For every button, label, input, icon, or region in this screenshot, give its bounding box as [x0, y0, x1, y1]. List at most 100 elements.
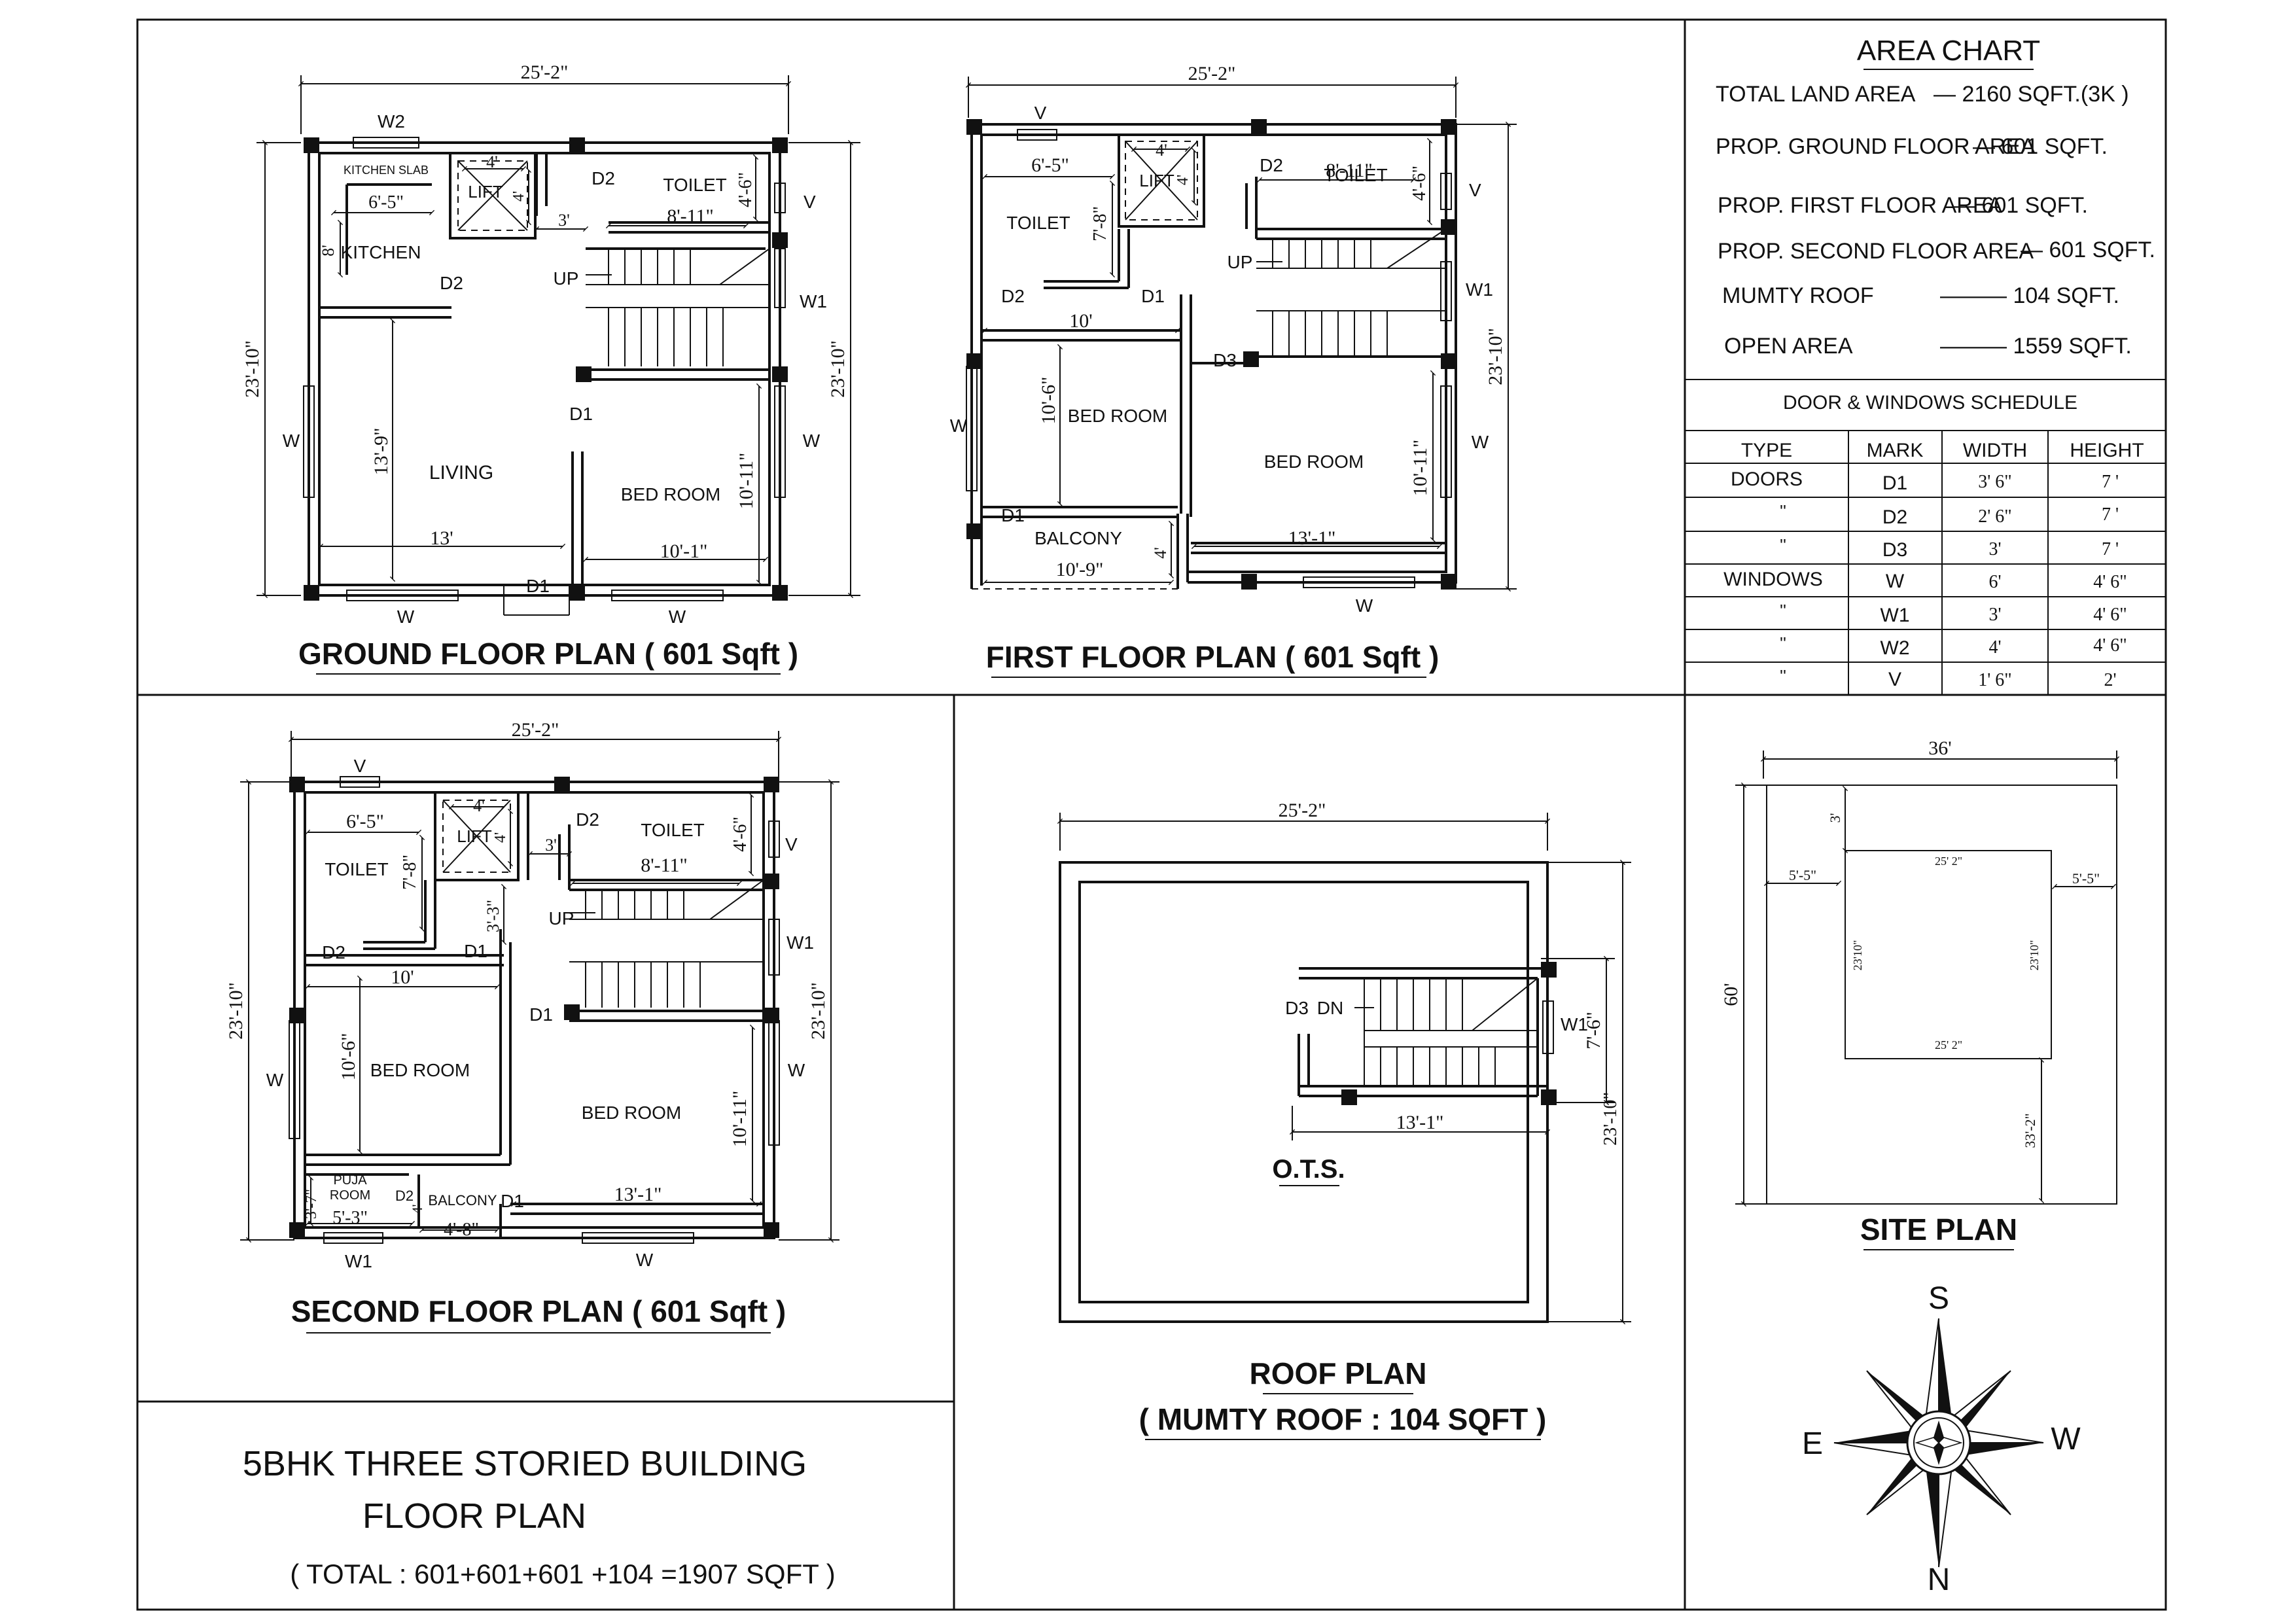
footprint-dim-top: 25' 2"	[1935, 855, 1962, 868]
ground-dim-8-11: 8'-11"	[667, 205, 714, 227]
second-door-d2-left: D2	[322, 942, 345, 962]
schedule-cell: 4' 6"	[2093, 572, 2127, 592]
building-footprint	[1845, 850, 2052, 1059]
second-dim-5-3: 5'-3"	[332, 1208, 368, 1228]
first-door-d2-left: D2	[1001, 286, 1025, 306]
mumty-stair	[1298, 962, 1557, 1106]
project-title-line2: FLOOR PLAN	[362, 1496, 586, 1536]
first-dim-10: 10'	[1069, 310, 1092, 332]
site-dim-33-2: 33'-2"	[2022, 1113, 2038, 1148]
first-lift	[1118, 133, 1205, 228]
second-dim-4-puja: 4'	[409, 1204, 425, 1214]
ground-living-label: LIVING	[429, 462, 493, 484]
first-door-d1-balcony: D1	[1001, 505, 1025, 525]
first-dim-8-11: 8'-11"	[1326, 160, 1373, 181]
schedule-cell: DOORS	[1731, 468, 1803, 490]
ground-window-w1: W1	[800, 291, 827, 311]
area-row-1-label: PROP. GROUND FLOOR AREA	[1716, 134, 2036, 159]
compass-label-n: N	[1928, 1562, 1951, 1597]
ground-toilet-label: TOILET	[663, 175, 727, 195]
ground-windows	[303, 137, 786, 601]
first-dim-13-1: 13'-1"	[1288, 527, 1336, 549]
schedule-cell: ''	[1780, 633, 1786, 653]
first-inner-dims	[981, 137, 1443, 586]
site-plan: 36' 60' 3' 5'-5" 5'-5" 33'-2" 25' 2" 25'…	[1720, 737, 2120, 1250]
second-door-d2-toilet: D2	[576, 809, 599, 830]
schedule-header-height: HEIGHT	[2070, 440, 2144, 461]
area-chart-title: AREA CHART	[1857, 35, 2040, 67]
schedule-row-3: WINDOWS W 6' 4' 6"	[1723, 569, 2127, 592]
roof-plan-title-2: ( MUMTY ROOF : 104 SQFT )	[1139, 1402, 1547, 1436]
area-row-4-label: MUMTY ROOF	[1722, 283, 1874, 308]
area-row-0-label: TOTAL LAND AREA	[1716, 82, 1916, 107]
ground-lift-label: LIFT	[468, 182, 503, 202]
ground-dim-3: 3'	[558, 211, 570, 230]
second-door-d2-puja: D2	[395, 1188, 414, 1204]
project-title-line1: 5BHK THREE STORIED BUILDING	[243, 1444, 807, 1483]
second-columns	[289, 777, 779, 1238]
ground-window-w2: W2	[378, 111, 405, 132]
schedule-header-width: WIDTH	[1963, 440, 2027, 461]
second-toilet-right-label: TOILET	[641, 820, 705, 840]
second-lift	[434, 791, 520, 881]
schedule-cell: 3' 6"	[1978, 472, 2011, 492]
schedule-row-0: DOORS D1 3' 6" 7 '	[1731, 468, 2119, 494]
first-columns	[966, 119, 1457, 590]
second-dim-3: 3'	[545, 836, 557, 855]
first-balcony-label: BALCONY	[1034, 528, 1122, 548]
schedule-row-5: '' W2 4' 4' 6"	[1780, 633, 2127, 659]
first-dim-4b: 4'	[1174, 175, 1192, 185]
door-window-schedule: DOOR & WINDOWS SCHEDULE TYPE MARK WIDTH …	[1685, 392, 2166, 695]
site-dimension-lines	[1735, 750, 2120, 1207]
schedule-row-2: '' D3 3' 7 '	[1780, 535, 2119, 561]
first-dim-7-8: 7'-8"	[1090, 206, 1110, 241]
ground-dim-10-11: 10'-11"	[735, 453, 757, 510]
ground-dim-13-9: 13'-9"	[370, 428, 392, 476]
site-boundary	[1766, 785, 2117, 1205]
schedule-header-mark: MARK	[1867, 440, 1924, 461]
ground-door-d2-kitchen: D2	[440, 273, 463, 293]
area-row-5-value: ——— 1559 SQFT.	[1940, 334, 2132, 359]
second-height-dim-left: 23'-10"	[225, 982, 247, 1040]
area-row-4-value: ——— 104 SQFT.	[1940, 283, 2119, 308]
second-dim-4b: 4'	[492, 832, 509, 843]
schedule-cell: D2	[1882, 506, 1907, 528]
schedule-cell: WINDOWS	[1723, 569, 1823, 590]
ground-window-w-bottom-right: W	[669, 607, 686, 627]
ground-bedroom-label: BED ROOM	[621, 484, 720, 504]
second-dim-4-8: 4'-8"	[444, 1220, 479, 1240]
first-stair	[1256, 228, 1447, 358]
footprint-dim-right: 23'10"	[2028, 940, 2041, 971]
schedule-cell: V	[1888, 669, 1901, 690]
area-row-0-value: — 2160 SQFT.(3K )	[1934, 82, 2129, 107]
second-lift-label: LIFT	[457, 826, 492, 846]
ground-height-dim-right: 23'-10"	[827, 340, 849, 398]
first-door-d1-top: D1	[1141, 286, 1165, 306]
ground-inner-dims	[317, 154, 769, 586]
second-dim-13-1: 13'-1"	[614, 1184, 662, 1205]
schedule-cell: W	[1886, 571, 1905, 592]
roof-dimension-lines	[1057, 813, 1631, 1325]
roof-width-dim: 25'-2"	[1279, 800, 1326, 821]
roof-parapet	[1059, 861, 1549, 1323]
second-window-w1: W1	[786, 932, 814, 953]
second-dim-3-7: 3'-7"	[303, 1189, 320, 1219]
first-dim-10-9: 10'-9"	[1056, 559, 1104, 580]
second-stair-up: UP	[549, 908, 574, 928]
schedule-cell: 3'	[1988, 605, 2001, 625]
second-door-d1-top: D1	[464, 941, 487, 961]
ground-lift	[449, 152, 537, 239]
roof-dim-7-6: 7'-6"	[1583, 1012, 1604, 1050]
second-dim-10: 10'	[391, 966, 414, 988]
roof-plan: 25'-2" 23'-10" 7'-6" 13'-1"	[1057, 800, 1631, 1440]
compass-label-e: E	[1802, 1426, 1823, 1461]
site-dim-36: 36'	[1928, 737, 1951, 759]
site-dim-5-5-right: 5'-5"	[2072, 870, 2100, 887]
first-dim-10-6: 10'-6"	[1038, 377, 1059, 425]
second-door-d1-balcony: D1	[501, 1191, 524, 1211]
ground-dim-10-1: 10'-1"	[660, 540, 708, 562]
second-dim-4: 4'	[473, 796, 485, 815]
schedule-cell: D1	[1882, 472, 1907, 494]
ground-door-d1-main: D1	[526, 576, 550, 596]
site-dim-60: 60'	[1720, 983, 1742, 1006]
